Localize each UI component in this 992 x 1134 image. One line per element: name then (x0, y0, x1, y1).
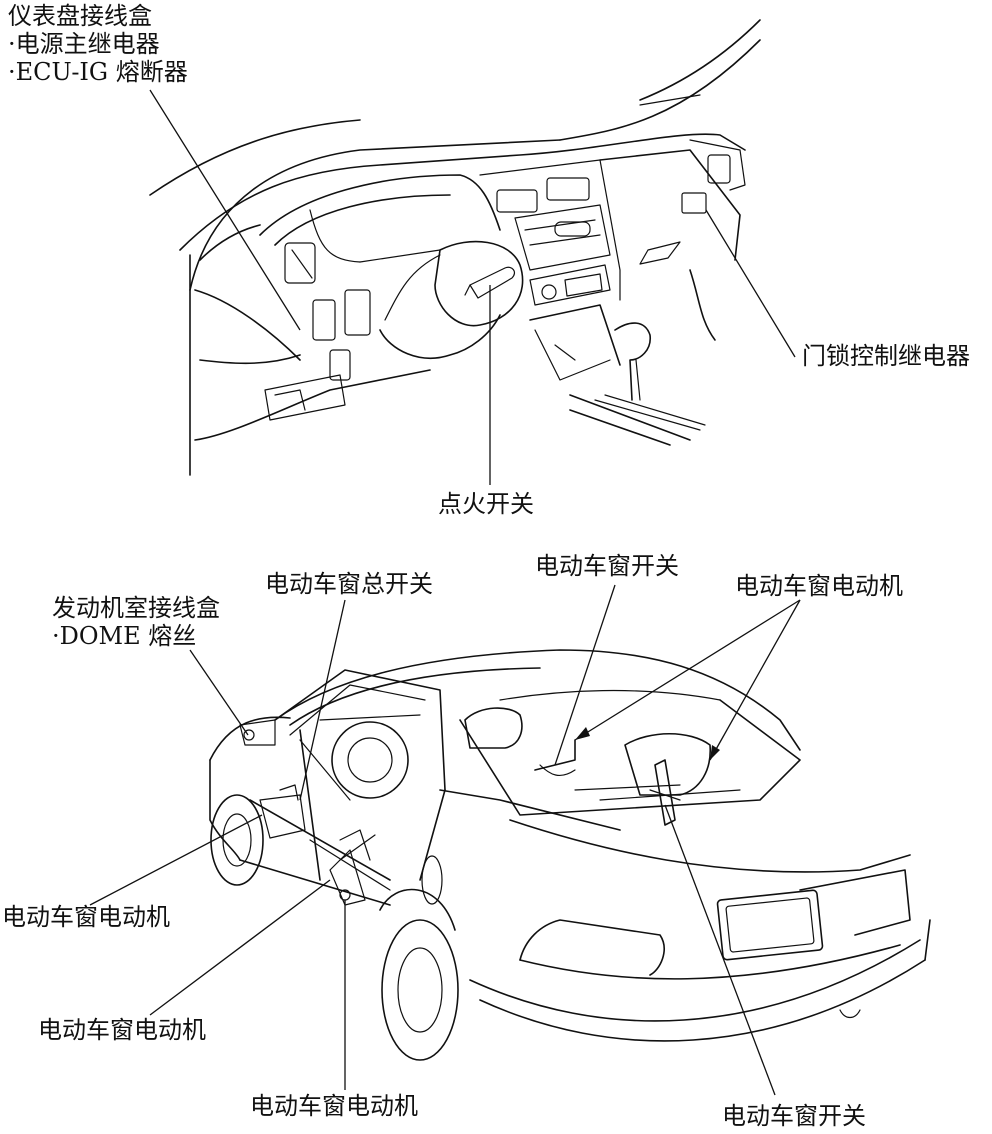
door-lock-relay-label: 门锁控制继电器 (802, 342, 970, 370)
rear-switch-label-bottom: 电动车窗开关 (722, 1102, 866, 1130)
motor-label-left-1: 电动车窗电动机 (2, 903, 170, 931)
car-drawing (209, 649, 931, 1061)
ij-box-item-relay: ·电源主继电器 (8, 30, 160, 58)
engine-box-label: 发动机室接线盒 (52, 594, 220, 622)
dashboard-drawing (149, 19, 761, 476)
leader-lines (89, 89, 801, 1096)
ij-box-item-fuse: ·ECU-IG 熔断器 (8, 58, 188, 86)
engine-box-item-fuse: ·DOME 熔丝 (52, 622, 197, 650)
motor-label-bottom: 电动车窗电动机 (250, 1092, 418, 1120)
rear-motor-label-top: 电动车窗电动机 (735, 572, 903, 600)
master-switch-label: 电动车窗总开关 (265, 570, 433, 598)
ij-box-label: 仪表盘接线盒 (8, 2, 152, 30)
motor-label-left-2: 电动车窗电动机 (38, 1016, 206, 1044)
rear-switch-label-top: 电动车窗开关 (535, 552, 679, 580)
ignition-switch-label: 点火开关 (438, 490, 534, 518)
